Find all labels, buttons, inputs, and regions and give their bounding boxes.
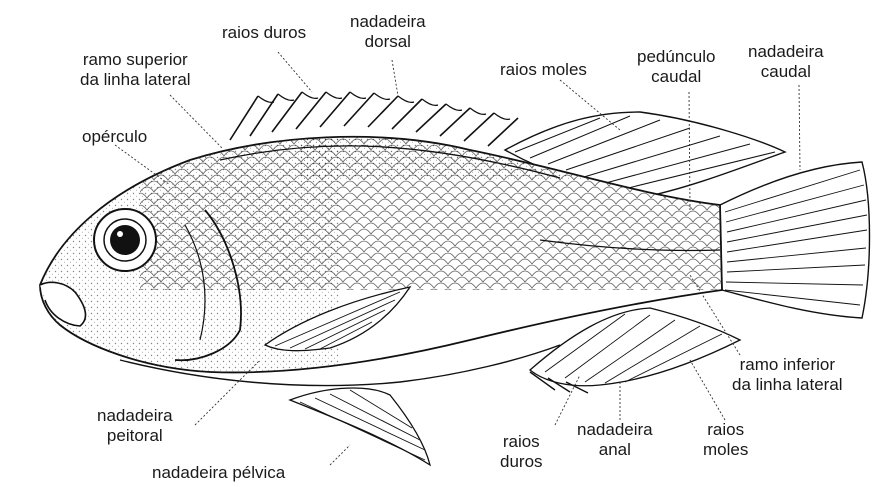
label-line: nadadeira	[748, 42, 824, 62]
eye	[94, 209, 156, 271]
label-line: nadadeira	[97, 406, 173, 426]
label-line: nadadeira pélvica	[152, 463, 285, 483]
label-anal-soft-rays: raios moles	[703, 420, 748, 460]
label-line: anal	[577, 440, 653, 460]
label-pectoral-fin: nadadeira peitoral	[97, 406, 173, 446]
label-line: raios duros	[222, 23, 306, 43]
label-line: da linha lateral	[732, 375, 843, 395]
label-line: moles	[703, 440, 748, 460]
label-line: raios	[703, 420, 748, 440]
label-upper-lateral-line: ramo superior da linha lateral	[80, 50, 191, 90]
label-line: peitoral	[97, 426, 173, 446]
label-line: da linha lateral	[80, 70, 191, 90]
label-line: caudal	[748, 62, 824, 82]
label-line: duros	[500, 452, 543, 472]
label-dorsal-spiny-rays: raios duros	[222, 23, 306, 43]
label-caudal-peduncle: pedúnculo caudal	[637, 47, 715, 87]
label-anal-fin: nadadeira anal	[577, 420, 653, 460]
label-line: raios moles	[500, 60, 587, 80]
label-line: ramo superior	[80, 50, 191, 70]
label-line: nadadeira	[577, 420, 653, 440]
label-caudal-fin: nadadeira caudal	[748, 42, 824, 82]
label-anal-spiny-rays: raios duros	[500, 432, 543, 472]
label-pelvic-fin: nadadeira pélvica	[152, 463, 285, 483]
label-line: dorsal	[350, 32, 426, 52]
label-lower-lateral-line: ramo inferior da linha lateral	[732, 355, 843, 395]
caudal-fin	[720, 162, 870, 318]
label-line: opérculo	[82, 127, 147, 147]
label-operculum: opérculo	[82, 127, 147, 147]
label-line: raios	[500, 432, 543, 452]
label-dorsal-soft-rays: raios moles	[500, 60, 587, 80]
label-line: pedúnculo	[637, 47, 715, 67]
label-line: nadadeira	[350, 12, 426, 32]
label-line: ramo inferior	[732, 355, 843, 375]
label-line: caudal	[637, 67, 715, 87]
pelvic-fin	[290, 388, 430, 465]
label-dorsal-fin: nadadeira dorsal	[350, 12, 426, 52]
anal-fin	[530, 308, 740, 393]
